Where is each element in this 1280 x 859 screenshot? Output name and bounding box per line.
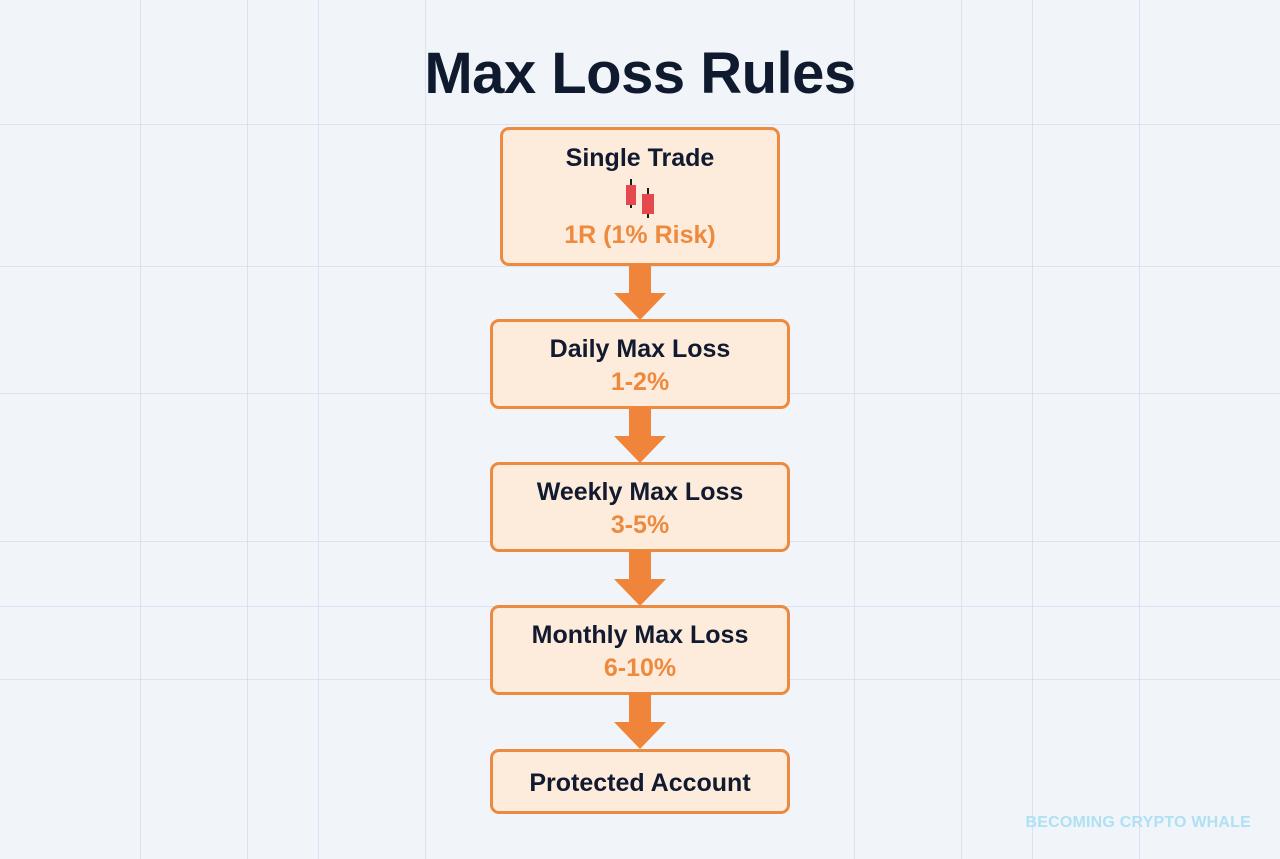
step-value: 1R (1% Risk) <box>564 221 716 249</box>
diagram-title: Max Loss Rules <box>424 41 856 106</box>
candlestick-icon <box>620 179 660 219</box>
step-value: 6-10% <box>603 654 677 682</box>
step-label: Protected Account <box>529 769 751 797</box>
brand-watermark: BECOMING CRYPTO WHALE <box>1025 814 1251 831</box>
step-label: Single Trade <box>565 144 715 172</box>
flow-step-protected-account: Protected Account <box>490 749 790 814</box>
step-value: 1-2% <box>610 368 670 396</box>
flow-step-single-trade: Single Trade 1R (1% Risk) <box>500 127 780 266</box>
step-label: Daily Max Loss <box>549 335 731 363</box>
step-label: Weekly Max Loss <box>536 478 744 506</box>
arrow-down-icon <box>614 693 666 749</box>
flow-step-weekly-max-loss: Weekly Max Loss 3-5% <box>490 462 790 552</box>
flow-step-monthly-max-loss: Monthly Max Loss 6-10% <box>490 605 790 695</box>
arrow-down-icon <box>614 407 666 463</box>
flow-step-daily-max-loss: Daily Max Loss 1-2% <box>490 319 790 409</box>
step-value: 3-5% <box>610 511 670 539</box>
arrow-down-icon <box>614 264 666 320</box>
arrow-down-icon <box>614 550 666 606</box>
step-label: Monthly Max Loss <box>531 621 749 649</box>
